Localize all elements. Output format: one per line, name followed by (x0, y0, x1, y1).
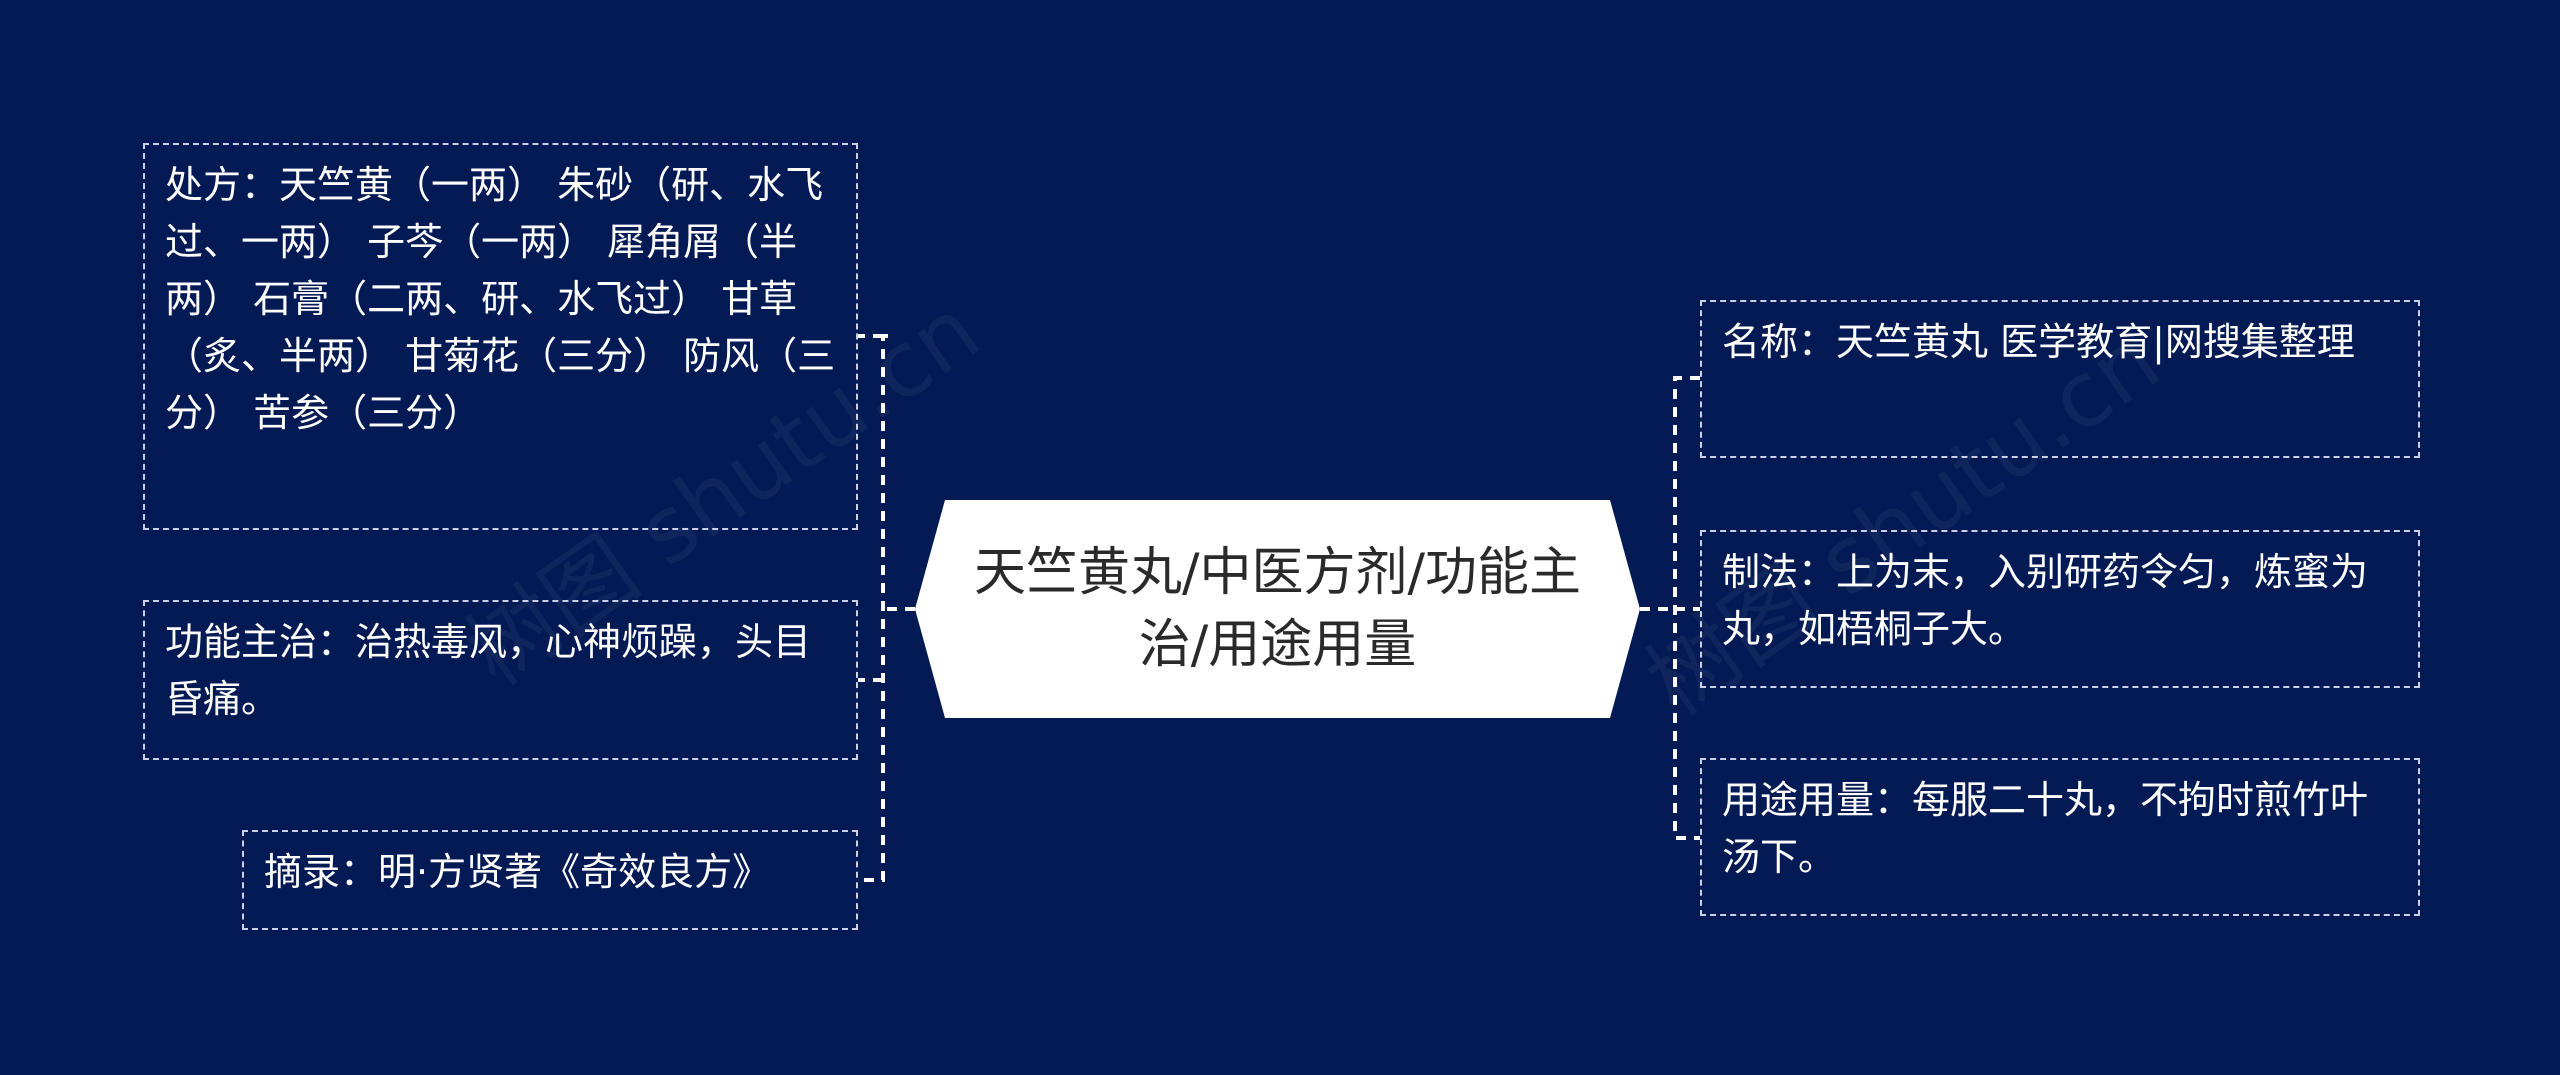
connector-left-trunk (858, 334, 888, 882)
central-topic-node[interactable]: 天竺黄丸/中医方剂/功能主治/用途用量 (915, 500, 1640, 718)
node-prescription[interactable]: 处方：天竺黄（一两） 朱砂（研、水飞过、一两） 子芩（一两） 犀角屑（半两） 石… (143, 143, 858, 530)
node-indication[interactable]: 功能主治：治热毒风，心神烦躁，头目昏痛。 (143, 600, 858, 760)
node-source[interactable]: 摘录：明·方贤著《奇效良方》 (242, 830, 858, 930)
central-topic-text: 天竺黄丸/中医方剂/功能主治/用途用量 (973, 543, 1582, 675)
node-preparation[interactable]: 制法：上为末，入别研药令匀，炼蜜为丸，如梧桐子大。 (1700, 530, 2420, 688)
node-usage[interactable]: 用途用量：每服二十丸，不拘时煎竹叶汤下。 (1700, 758, 2420, 916)
central-topic-shape (915, 500, 1640, 718)
node-name[interactable]: 名称：天竺黄丸 医学教育|网搜集整理 (1700, 300, 2420, 458)
